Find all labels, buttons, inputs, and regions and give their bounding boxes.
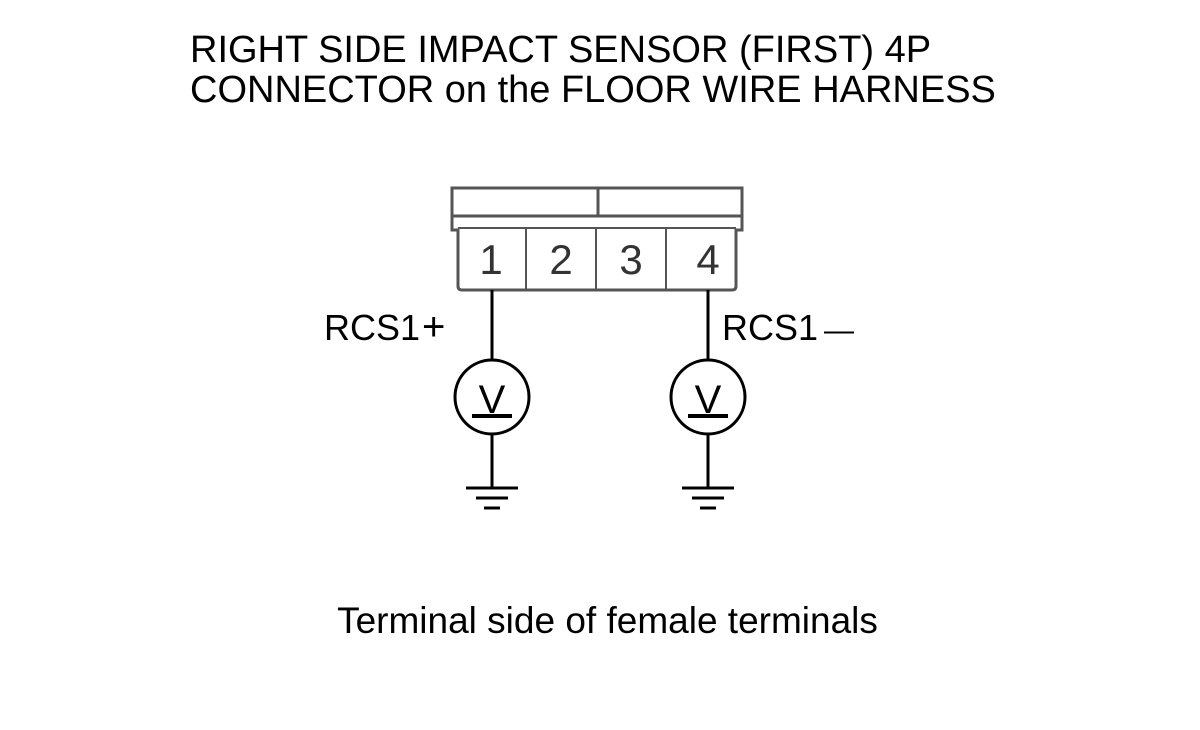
positive-probe-name: RCS1 <box>324 307 420 348</box>
title-line-1: RIGHT SIDE IMPACT SENSOR (FIRST) 4P <box>190 29 932 71</box>
connector-4p <box>450 186 744 292</box>
terminal-4-label: 4 <box>696 236 719 283</box>
positive-ground-icon <box>466 486 518 510</box>
connector-body <box>450 214 744 292</box>
positive-voltmeter-symbol: V <box>479 378 506 422</box>
terminal-1-label: 1 <box>479 236 502 283</box>
positive-polarity-sign: + <box>422 305 445 349</box>
negative-polarity-sign: — <box>824 314 854 347</box>
title-line-2: CONNECTOR on the FLOOR WIRE HARNESS <box>190 69 996 111</box>
negative-probe-label: RCS1— <box>722 307 854 348</box>
terminal-2-label: 2 <box>549 236 572 283</box>
positive-probe-label: RCS1+ <box>324 305 445 349</box>
negative-probe-name: RCS1 <box>722 307 818 348</box>
terminal-3-label: 3 <box>619 236 642 283</box>
positive-probe-circuit <box>453 290 531 510</box>
negative-ground-icon <box>682 486 734 510</box>
terminal-labels: 1 2 3 4 <box>479 236 719 283</box>
diagram-title: RIGHT SIDE IMPACT SENSOR (FIRST) 4P CONN… <box>190 30 996 110</box>
diagram-caption: Terminal side of female terminals <box>337 600 878 641</box>
negative-voltmeter-symbol: V <box>695 378 722 422</box>
negative-probe-circuit <box>669 290 747 510</box>
